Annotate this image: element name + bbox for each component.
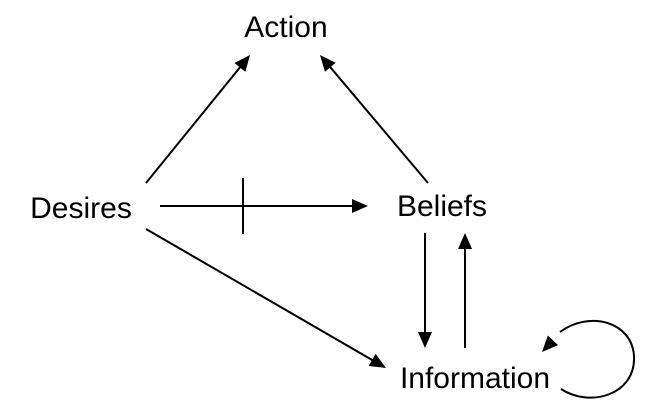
edge-beliefs-to-information	[418, 233, 432, 348]
edges	[145, 55, 636, 399]
desires-to-action-line	[145, 63, 244, 184]
self-loop-path	[559, 319, 636, 399]
information-to-beliefs-arrowhead	[458, 233, 472, 249]
node-desires: Desires	[30, 192, 132, 225]
node-action: Action	[244, 11, 327, 44]
node-beliefs: Beliefs	[397, 190, 487, 223]
beliefs-to-information-arrowhead	[418, 332, 432, 348]
edge-information-to-beliefs	[458, 233, 472, 348]
node-information: Information	[400, 362, 550, 395]
self-loop-arrowhead	[542, 335, 559, 352]
edge-desires-to-information	[145, 228, 386, 368]
edge-desires-to-action	[145, 55, 250, 184]
beliefs-to-action-line	[326, 63, 429, 184]
edge-information-self-loop	[542, 319, 636, 399]
desires-to-information-line	[145, 228, 377, 363]
edge-desires-to-beliefs	[160, 178, 368, 234]
beliefs-to-action-arrowhead	[320, 55, 336, 72]
desires-to-information-arrowhead	[368, 353, 386, 368]
desires-to-beliefs-arrowhead	[352, 199, 368, 213]
edge-beliefs-to-action	[320, 55, 429, 184]
desires-to-action-arrowhead	[234, 55, 250, 72]
